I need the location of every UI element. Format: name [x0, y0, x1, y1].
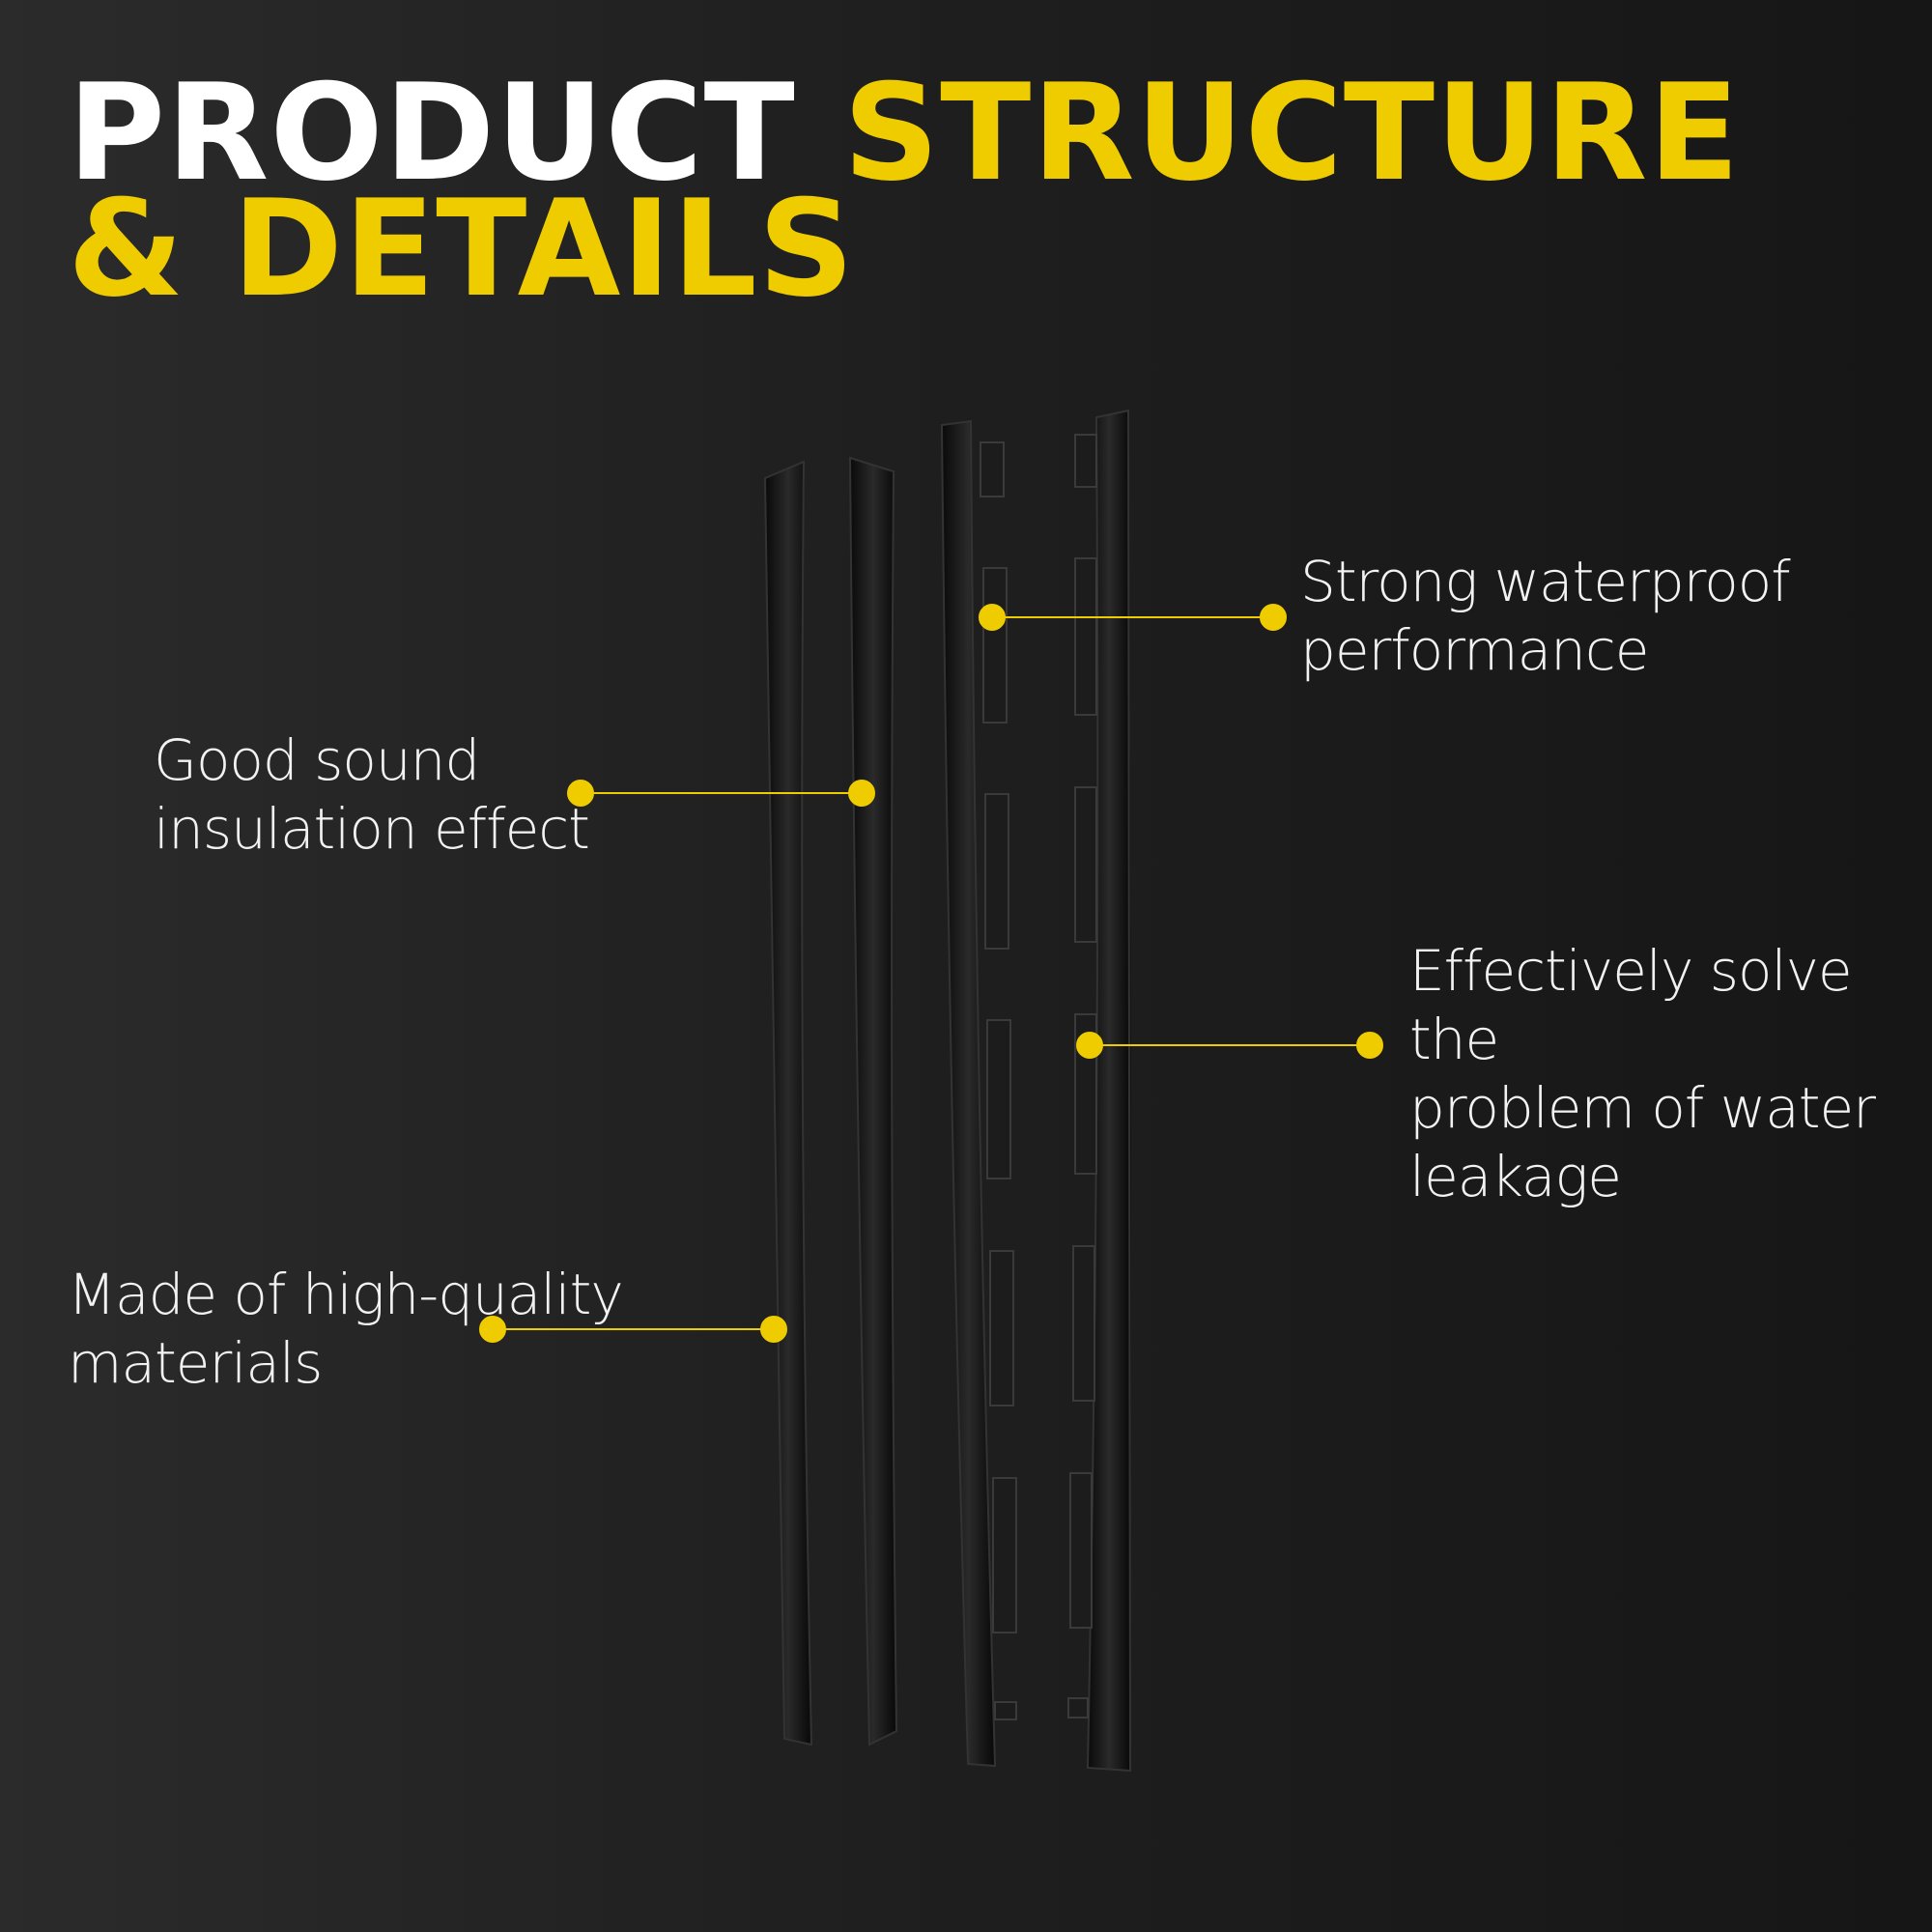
callout-line: insulation effect: [154, 796, 590, 862]
callout-connector-waterproof: [979, 604, 1287, 631]
callout-waterproof: Strong waterproof performance: [1300, 548, 1791, 685]
callout-line: Effectively solve the: [1409, 938, 1853, 1072]
title-structure: STRUCTURE: [842, 55, 1741, 211]
callout-line: performance: [1300, 617, 1649, 683]
seal-strip-2: [848, 456, 898, 1747]
seal-strip-3: [940, 419, 1017, 1768]
seal-strip-1: [763, 460, 813, 1747]
callout-connector-materials: [479, 1316, 787, 1343]
title-details: & DETAILS: [68, 171, 856, 327]
callout-line: Made of high-quality: [68, 1262, 624, 1327]
callout-line: problem of water: [1409, 1075, 1876, 1141]
callout-line: leakage: [1409, 1144, 1622, 1209]
callout-water-leakage: Effectively solve the problem of water l…: [1409, 937, 1932, 1211]
callout-line: materials: [68, 1330, 323, 1396]
seal-strip-4: [1067, 409, 1132, 1773]
callout-line: Strong waterproof: [1300, 549, 1791, 614]
callout-connector-leakage: [1076, 1032, 1383, 1059]
callout-connector-sound: [567, 780, 875, 807]
callout-materials: Made of high-quality materials: [68, 1261, 624, 1398]
title-product: PRODUCT: [68, 55, 796, 211]
page-title: PRODUCT STRUCTURE & DETAILS: [68, 67, 1741, 316]
callout-sound-insulation: Good sound insulation effect: [154, 726, 590, 864]
callout-line: Good sound: [154, 727, 480, 793]
